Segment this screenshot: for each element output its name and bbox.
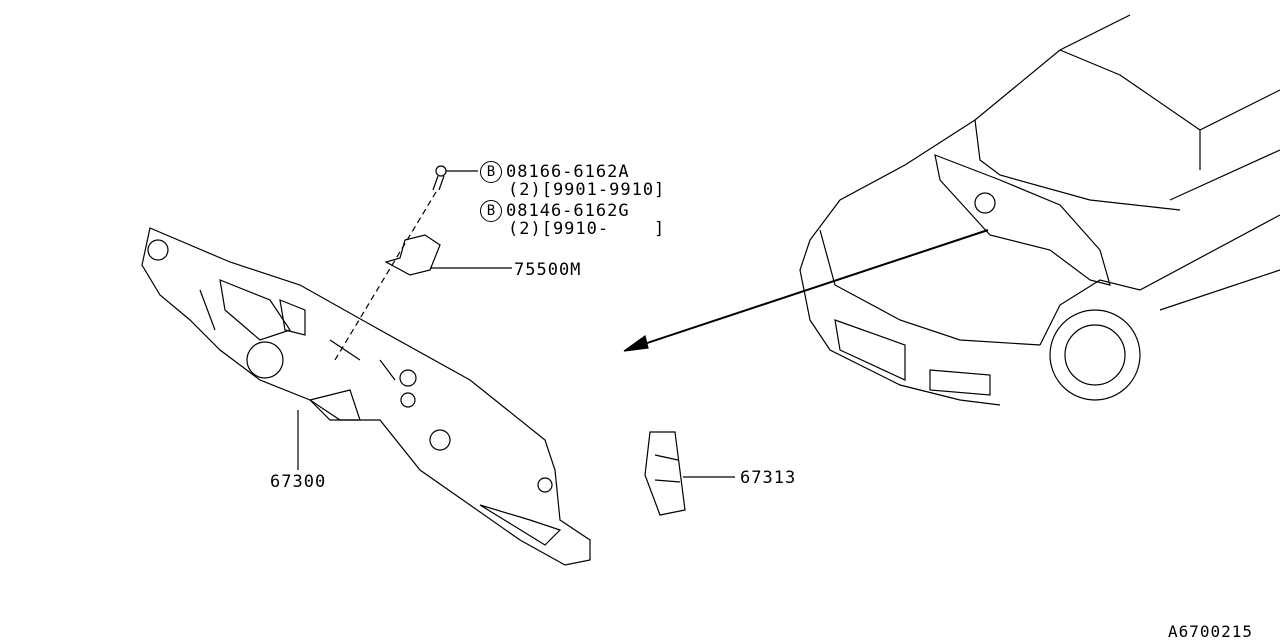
bolt-g-number: 08146-6162G bbox=[506, 201, 630, 221]
bolt-g-marker: B bbox=[480, 200, 502, 222]
bracket-label: 75500M bbox=[514, 260, 582, 280]
dash-panel-label: 67300 bbox=[270, 472, 327, 492]
bolt-a-qty-range: (2)[9901-9910] bbox=[508, 180, 666, 200]
bolt-a-number: 08166-6162A bbox=[506, 162, 630, 182]
bolt-g-qty-range: (2)[9910- ] bbox=[508, 219, 666, 239]
car-drawing bbox=[799, 14, 1280, 406]
pad-drawing bbox=[644, 431, 735, 516]
bolt-drawing bbox=[334, 165, 478, 361]
dash-panel-drawing bbox=[141, 227, 591, 566]
diagram-id: A6700215 bbox=[1168, 622, 1254, 640]
pad-label: 67313 bbox=[740, 468, 797, 488]
bracket-drawing bbox=[384, 234, 512, 276]
arrow bbox=[623, 229, 989, 352]
bolt-a-marker: B bbox=[480, 161, 502, 183]
